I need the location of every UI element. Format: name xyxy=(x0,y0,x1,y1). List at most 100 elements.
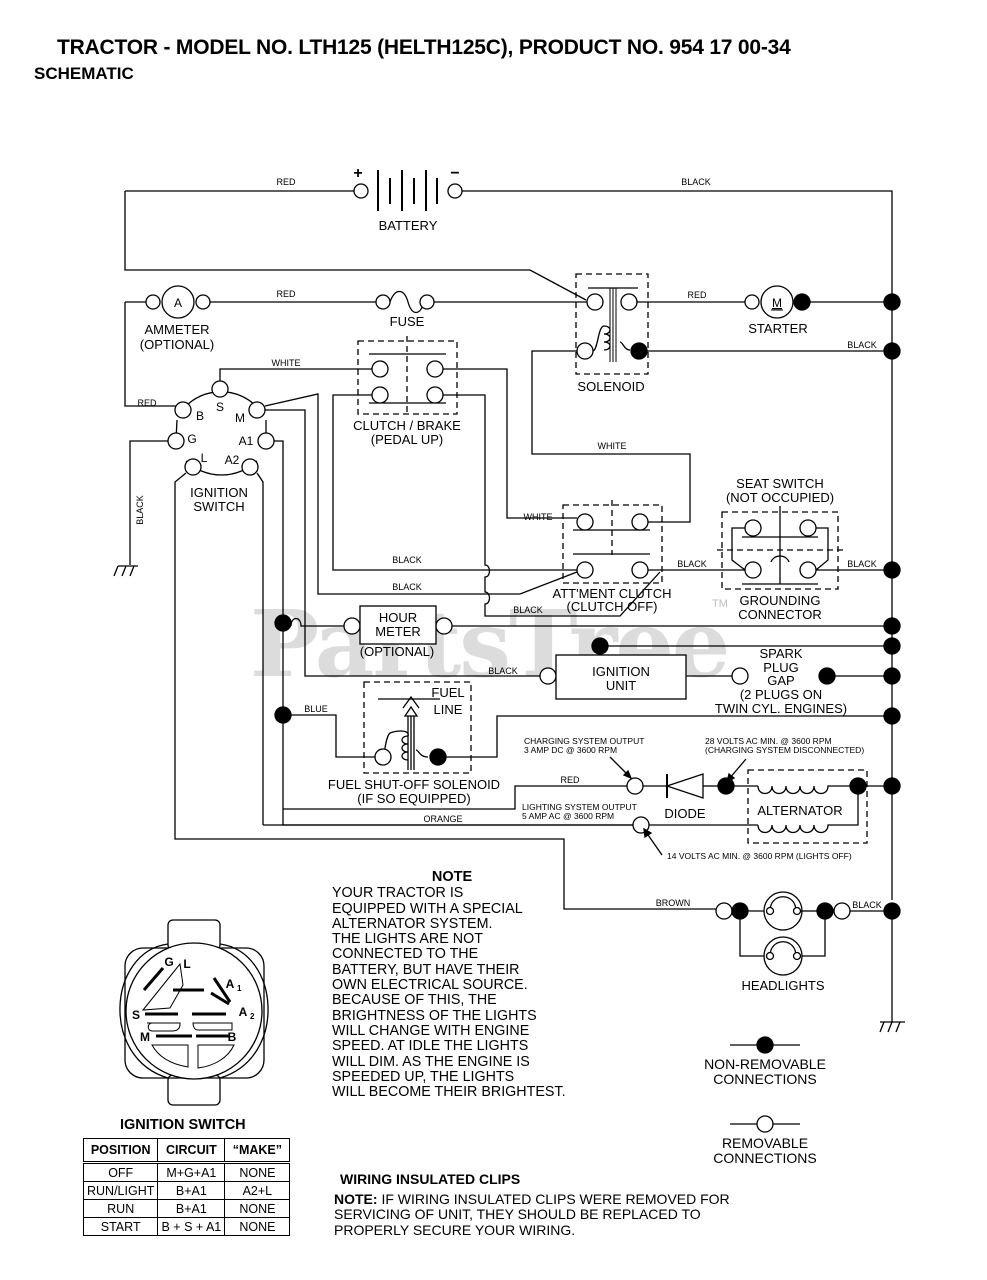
legend-non-removable-label: NON-REMOVABLE CONNECTIONS xyxy=(704,1056,826,1087)
wire-label-black: BLACK xyxy=(681,177,711,187)
wire-label-red: RED xyxy=(276,177,296,187)
wire-black-clutchbrake-ground xyxy=(332,394,484,571)
battery-pos-terminal xyxy=(353,183,369,199)
junction-dot xyxy=(883,561,901,579)
face-label-B: B xyxy=(228,1030,237,1044)
wire-brown-L-headlights xyxy=(174,472,718,910)
wire-fuel-ground xyxy=(446,715,892,758)
charging-output-connector xyxy=(626,777,644,795)
battery: + − BATTERY RED BLACK xyxy=(124,165,893,900)
cell-make: NONE xyxy=(224,1162,291,1182)
wire-label-white: WHITE xyxy=(524,512,553,522)
table-row: RUN/LIGHT B+A1 A2+L xyxy=(82,1181,291,1200)
terminal-A1: A1 xyxy=(239,434,254,448)
cell-circuit: M+G+A1 xyxy=(157,1162,226,1182)
attment-clutch-label: ATT'MENT CLUTCH xyxy=(553,586,672,601)
junction-dot xyxy=(883,707,901,725)
face-label-A1-sub: 1 xyxy=(237,984,242,993)
terminal-S: S xyxy=(216,400,224,414)
battery-label: BATTERY xyxy=(379,218,438,233)
cell-position: RUN xyxy=(82,1199,159,1218)
column-header: POSITION xyxy=(82,1138,159,1164)
junction-dot xyxy=(883,293,901,311)
wire-label-white: WHITE xyxy=(598,441,627,451)
cell-make: A2+L xyxy=(224,1181,291,1200)
table-row: RUN B+A1 NONE xyxy=(82,1199,291,1218)
note-block: NOTE YOUR TRACTOR IS EQUIPPED WITH A SPE… xyxy=(332,869,592,1100)
terminal-A2: A2 xyxy=(225,453,240,467)
volts14-annotation: 14 VOLTS AC MIN. @ 3600 RPM (LIGHTS OFF) xyxy=(667,851,852,861)
ammeter: A AMMETER (OPTIONAL) RED RED xyxy=(124,285,296,408)
column-header: “MAKE” xyxy=(224,1138,291,1164)
junction-dot xyxy=(883,617,901,635)
starter: M STARTER xyxy=(744,285,811,336)
wire-white-clutchbrake-attclutch xyxy=(443,368,577,519)
legend-removable-label: REMOVABLE CONNECTIONS xyxy=(713,1135,817,1166)
cell-position: OFF xyxy=(82,1162,159,1182)
wire-label-red: RED xyxy=(276,289,296,299)
plus-icon: + xyxy=(353,165,362,182)
headlights-label: HEADLIGHTS xyxy=(741,978,824,993)
wire-label-black: BLACK xyxy=(488,666,518,676)
cell-circuit: B+A1 xyxy=(157,1181,226,1200)
face-label-A2: A xyxy=(239,1005,248,1019)
fuel-solenoid-label: FUEL SHUT-OFF SOLENOID xyxy=(328,777,500,792)
charging-annotation: CHARGING SYSTEM OUTPUT xyxy=(524,736,644,746)
clips-body: NOTE: IF WIRING INSULATED CLIPS WERE REM… xyxy=(334,1190,730,1239)
ignition-switch-label: IGNITION xyxy=(190,485,248,500)
ammeter-label: AMMETER xyxy=(145,322,210,337)
lighting-annotation-2: 5 AMP AC @ 3600 RPM xyxy=(522,811,614,821)
wire-label-black: BLACK xyxy=(135,495,145,525)
clips-heading: WIRING INSULATED CLIPS xyxy=(340,1171,521,1187)
wire-red-to-solenoid xyxy=(124,191,587,301)
watermark-tm: TM xyxy=(712,598,728,610)
table-row: START B + S + A1 NONE xyxy=(82,1217,291,1236)
wire-red-ammeter-to-B xyxy=(124,302,178,407)
terminal-B: B xyxy=(196,409,204,423)
solenoid: SOLENOID xyxy=(575,273,649,394)
fuel-solenoid-sublabel: (IF SO EQUIPPED) xyxy=(357,791,470,806)
table-row: OFF M+G+A1 NONE xyxy=(82,1162,291,1182)
hour-meter-label: HOUR xyxy=(379,610,417,625)
ground-icon xyxy=(113,565,138,577)
attachment-clutch-switch: ATT'MENT CLUTCH (CLUTCH OFF) xyxy=(553,500,672,614)
junction-dot xyxy=(883,637,901,655)
ignition-table-title: IGNITION SWITCH xyxy=(120,1117,246,1133)
wire-label-black: BLACK xyxy=(847,559,877,569)
page-subtitle: SCHEMATIC xyxy=(34,64,134,83)
cell-position: RUN/LIGHT xyxy=(82,1181,159,1200)
motor-symbol: M xyxy=(772,296,782,310)
clutch-brake-switch: CLUTCH / BRAKE (PEDAL UP) xyxy=(353,336,461,447)
spark-plug-label-3: GAP xyxy=(767,673,794,688)
cell-position: START xyxy=(82,1217,159,1236)
spark-plug-label-5: TWIN CYL. ENGINES) xyxy=(715,701,847,716)
terminal-L: L xyxy=(201,451,208,465)
junction-dot xyxy=(274,614,292,632)
ignition-unit-label: IGNITION xyxy=(592,664,650,679)
headlights: HEADLIGHTS xyxy=(715,891,851,993)
wire-label-black: BLACK xyxy=(513,605,543,615)
wire-orange-A1-lighting xyxy=(274,440,640,826)
grounding-connector-label: GROUNDING xyxy=(740,593,821,608)
wire-label-black: BLACK xyxy=(392,582,422,592)
junction-dot xyxy=(883,342,901,360)
wire-black-M-attclutch xyxy=(264,393,484,595)
fuel-line-label-2: LINE xyxy=(434,702,463,717)
face-label-M: M xyxy=(140,1030,150,1044)
column-header: CIRCUIT xyxy=(157,1138,226,1164)
note-heading: NOTE xyxy=(431,869,473,885)
ignition-switch-face: G L A 1 A 2 S M B xyxy=(119,919,269,1106)
grounding-connector-sublabel: CONNECTOR xyxy=(738,607,822,622)
face-label-A2-sub: 2 xyxy=(250,1012,255,1021)
wire-label-red: RED xyxy=(560,775,580,785)
hour-meter: HOUR METER (OPTIONAL) xyxy=(290,605,453,659)
wire-label-black: BLACK xyxy=(847,340,877,350)
starter-label: STARTER xyxy=(748,321,807,336)
wire-red-charging xyxy=(283,785,627,810)
spark-plug-label-2: PLUG xyxy=(763,660,798,675)
wiring-clips-note: WIRING INSULATED CLIPS NOTE: IF WIRING I… xyxy=(334,1171,730,1238)
wire-white-solenoid-attclutch xyxy=(531,350,691,523)
battery-neg-terminal xyxy=(447,183,463,199)
spark-plug-label: SPARK xyxy=(759,646,802,661)
clips-note-label: NOTE: xyxy=(334,1190,378,1207)
